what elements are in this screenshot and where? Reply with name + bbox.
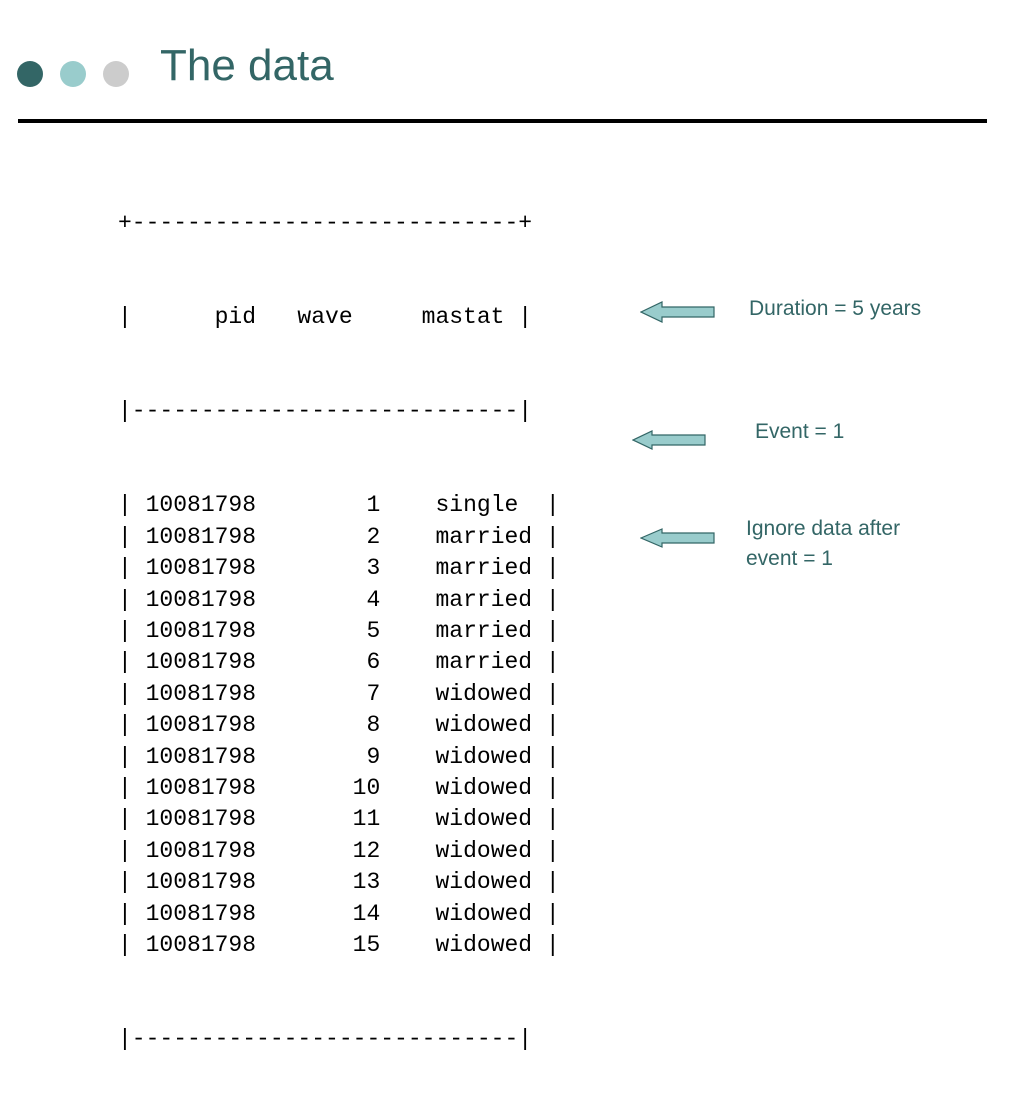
cell-mastat: widowed	[435, 931, 533, 958]
cell-pid: 10081798	[145, 900, 257, 927]
table-row: | 10081798 14 widowed |	[118, 900, 560, 927]
cell-wave: 13	[352, 869, 381, 896]
cell-pid: 10081798	[145, 869, 257, 896]
left-arrow-icon	[632, 430, 706, 450]
cell-wave: 10	[352, 774, 381, 801]
cell-mastat: widowed	[435, 743, 533, 770]
table-row: | 10081798 12 widowed |	[118, 837, 560, 864]
cell-wave: 7	[366, 680, 381, 707]
table-row: | 10081798 3 married |	[118, 555, 560, 582]
table-row: | 10081798 15 widowed |	[118, 931, 560, 958]
cell-wave: 5	[366, 617, 381, 644]
cell-pid: 10081798	[145, 649, 257, 676]
cell-wave: 3	[366, 555, 381, 582]
cell-mastat: widowed	[435, 837, 533, 864]
cell-pid: 10081798	[145, 743, 257, 770]
cell-mastat: married	[435, 555, 533, 582]
left-arrow-icon	[640, 301, 715, 323]
cell-wave: 12	[352, 837, 381, 864]
table-header: | pid wave mastat |	[118, 304, 533, 331]
cell-pid: 10081798	[145, 680, 257, 707]
table-row: | 10081798 13 widowed |	[118, 869, 560, 896]
cell-mastat: married	[435, 617, 533, 644]
cell-pid: 10081798	[145, 806, 257, 833]
table-row: | 10081798 1 single |	[118, 492, 560, 519]
cell-wave: 4	[366, 586, 381, 613]
cell-mastat: widowed	[435, 712, 533, 739]
cell-pid: 10081798	[145, 586, 257, 613]
table-row: | 10081798 2 married |	[118, 523, 560, 550]
bullet-dot-gray	[103, 61, 129, 87]
cell-mastat: married	[435, 586, 533, 613]
cell-pid: 10081798	[145, 774, 257, 801]
cell-wave: 2	[366, 523, 381, 550]
left-arrow-icon	[640, 528, 715, 548]
cell-pid: 10081798	[145, 931, 257, 958]
cell-pid: 10081798	[145, 555, 257, 582]
cell-wave: 11	[352, 806, 381, 833]
cell-wave: 15	[352, 931, 381, 958]
table-row: | 10081798 9 widowed |	[118, 743, 560, 770]
table-row: | 10081798 5 married |	[118, 617, 560, 644]
cell-wave: 6	[366, 649, 381, 676]
annotation-ignore-line2: event = 1	[746, 547, 833, 570]
cell-mastat: widowed	[435, 900, 533, 927]
annotation-event: Event = 1	[755, 420, 845, 443]
table-border-top: +----------------------------+	[118, 209, 533, 236]
table-row: | 10081798 10 widowed |	[118, 774, 560, 801]
cell-mastat: single	[435, 492, 519, 519]
slide-title: The data	[160, 41, 334, 90]
annotation-ignore-line1: Ignore data after	[746, 517, 901, 540]
table-border-bottom: |----------------------------|	[118, 1026, 533, 1053]
cell-pid: 10081798	[145, 617, 257, 644]
cell-mastat: widowed	[435, 680, 533, 707]
cell-mastat: widowed	[435, 774, 533, 801]
data-listing: +----------------------------+ | pid wav…	[118, 145, 560, 1118]
cell-wave: 9	[366, 743, 381, 770]
cell-wave: 1	[366, 492, 381, 519]
cell-mastat: widowed	[435, 869, 533, 896]
table-row: | 10081798 7 widowed |	[118, 680, 560, 707]
table-separator: |----------------------------|	[118, 398, 533, 425]
table-row: | 10081798 6 married |	[118, 649, 560, 676]
table-row: | 10081798 8 widowed |	[118, 712, 560, 739]
cell-mastat: married	[435, 649, 533, 676]
table-row: | 10081798 4 married |	[118, 586, 560, 613]
cell-pid: 10081798	[145, 492, 257, 519]
table-row: | 10081798 11 widowed |	[118, 806, 560, 833]
bullet-dot-dark	[17, 61, 43, 87]
table-body: | 10081798 1 single | | 10081798 2 marrie…	[118, 490, 560, 961]
title-divider	[18, 119, 987, 123]
cell-mastat: widowed	[435, 806, 533, 833]
cell-pid: 10081798	[145, 837, 257, 864]
bullet-dot-light	[60, 61, 86, 87]
annotation-ignore: Ignore data after event = 1	[746, 514, 900, 574]
cell-pid: 10081798	[145, 523, 257, 550]
cell-mastat: married	[435, 523, 533, 550]
cell-wave: 8	[366, 712, 381, 739]
cell-wave: 14	[352, 900, 381, 927]
annotation-duration: Duration = 5 years	[749, 297, 922, 320]
cell-pid: 10081798	[145, 712, 257, 739]
